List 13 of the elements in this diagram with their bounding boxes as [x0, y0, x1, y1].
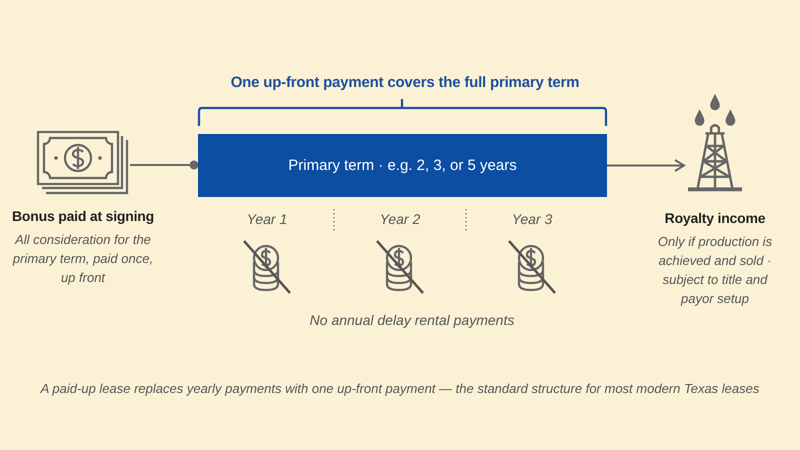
year-label: Year 1 [246, 211, 288, 227]
caption: A paid-up lease replaces yearly payments with one up-front payment — the standard structure for most modern Texas leases [40, 381, 760, 396]
description-text: Only if production is achieved and sold · subject to title and payor setup [656, 233, 774, 308]
heading-text: Bonus paid at signing [12, 208, 154, 224]
dot-ended-line [130, 160, 198, 170]
bracket-label: One up-front payment covers the full primary term [230, 74, 580, 91]
arrow [607, 159, 685, 172]
year-label: Year 3 [512, 211, 552, 227]
note-text: No annual delay rental payments [310, 312, 514, 328]
description-text: All consideration for the primary term, paid once, up front [12, 231, 154, 287]
term-bar: Primary term · e.g. 2, 3, or 5 years [198, 134, 607, 197]
year-label: Year 2 [380, 211, 420, 227]
heading-text: Royalty income [664, 210, 766, 226]
